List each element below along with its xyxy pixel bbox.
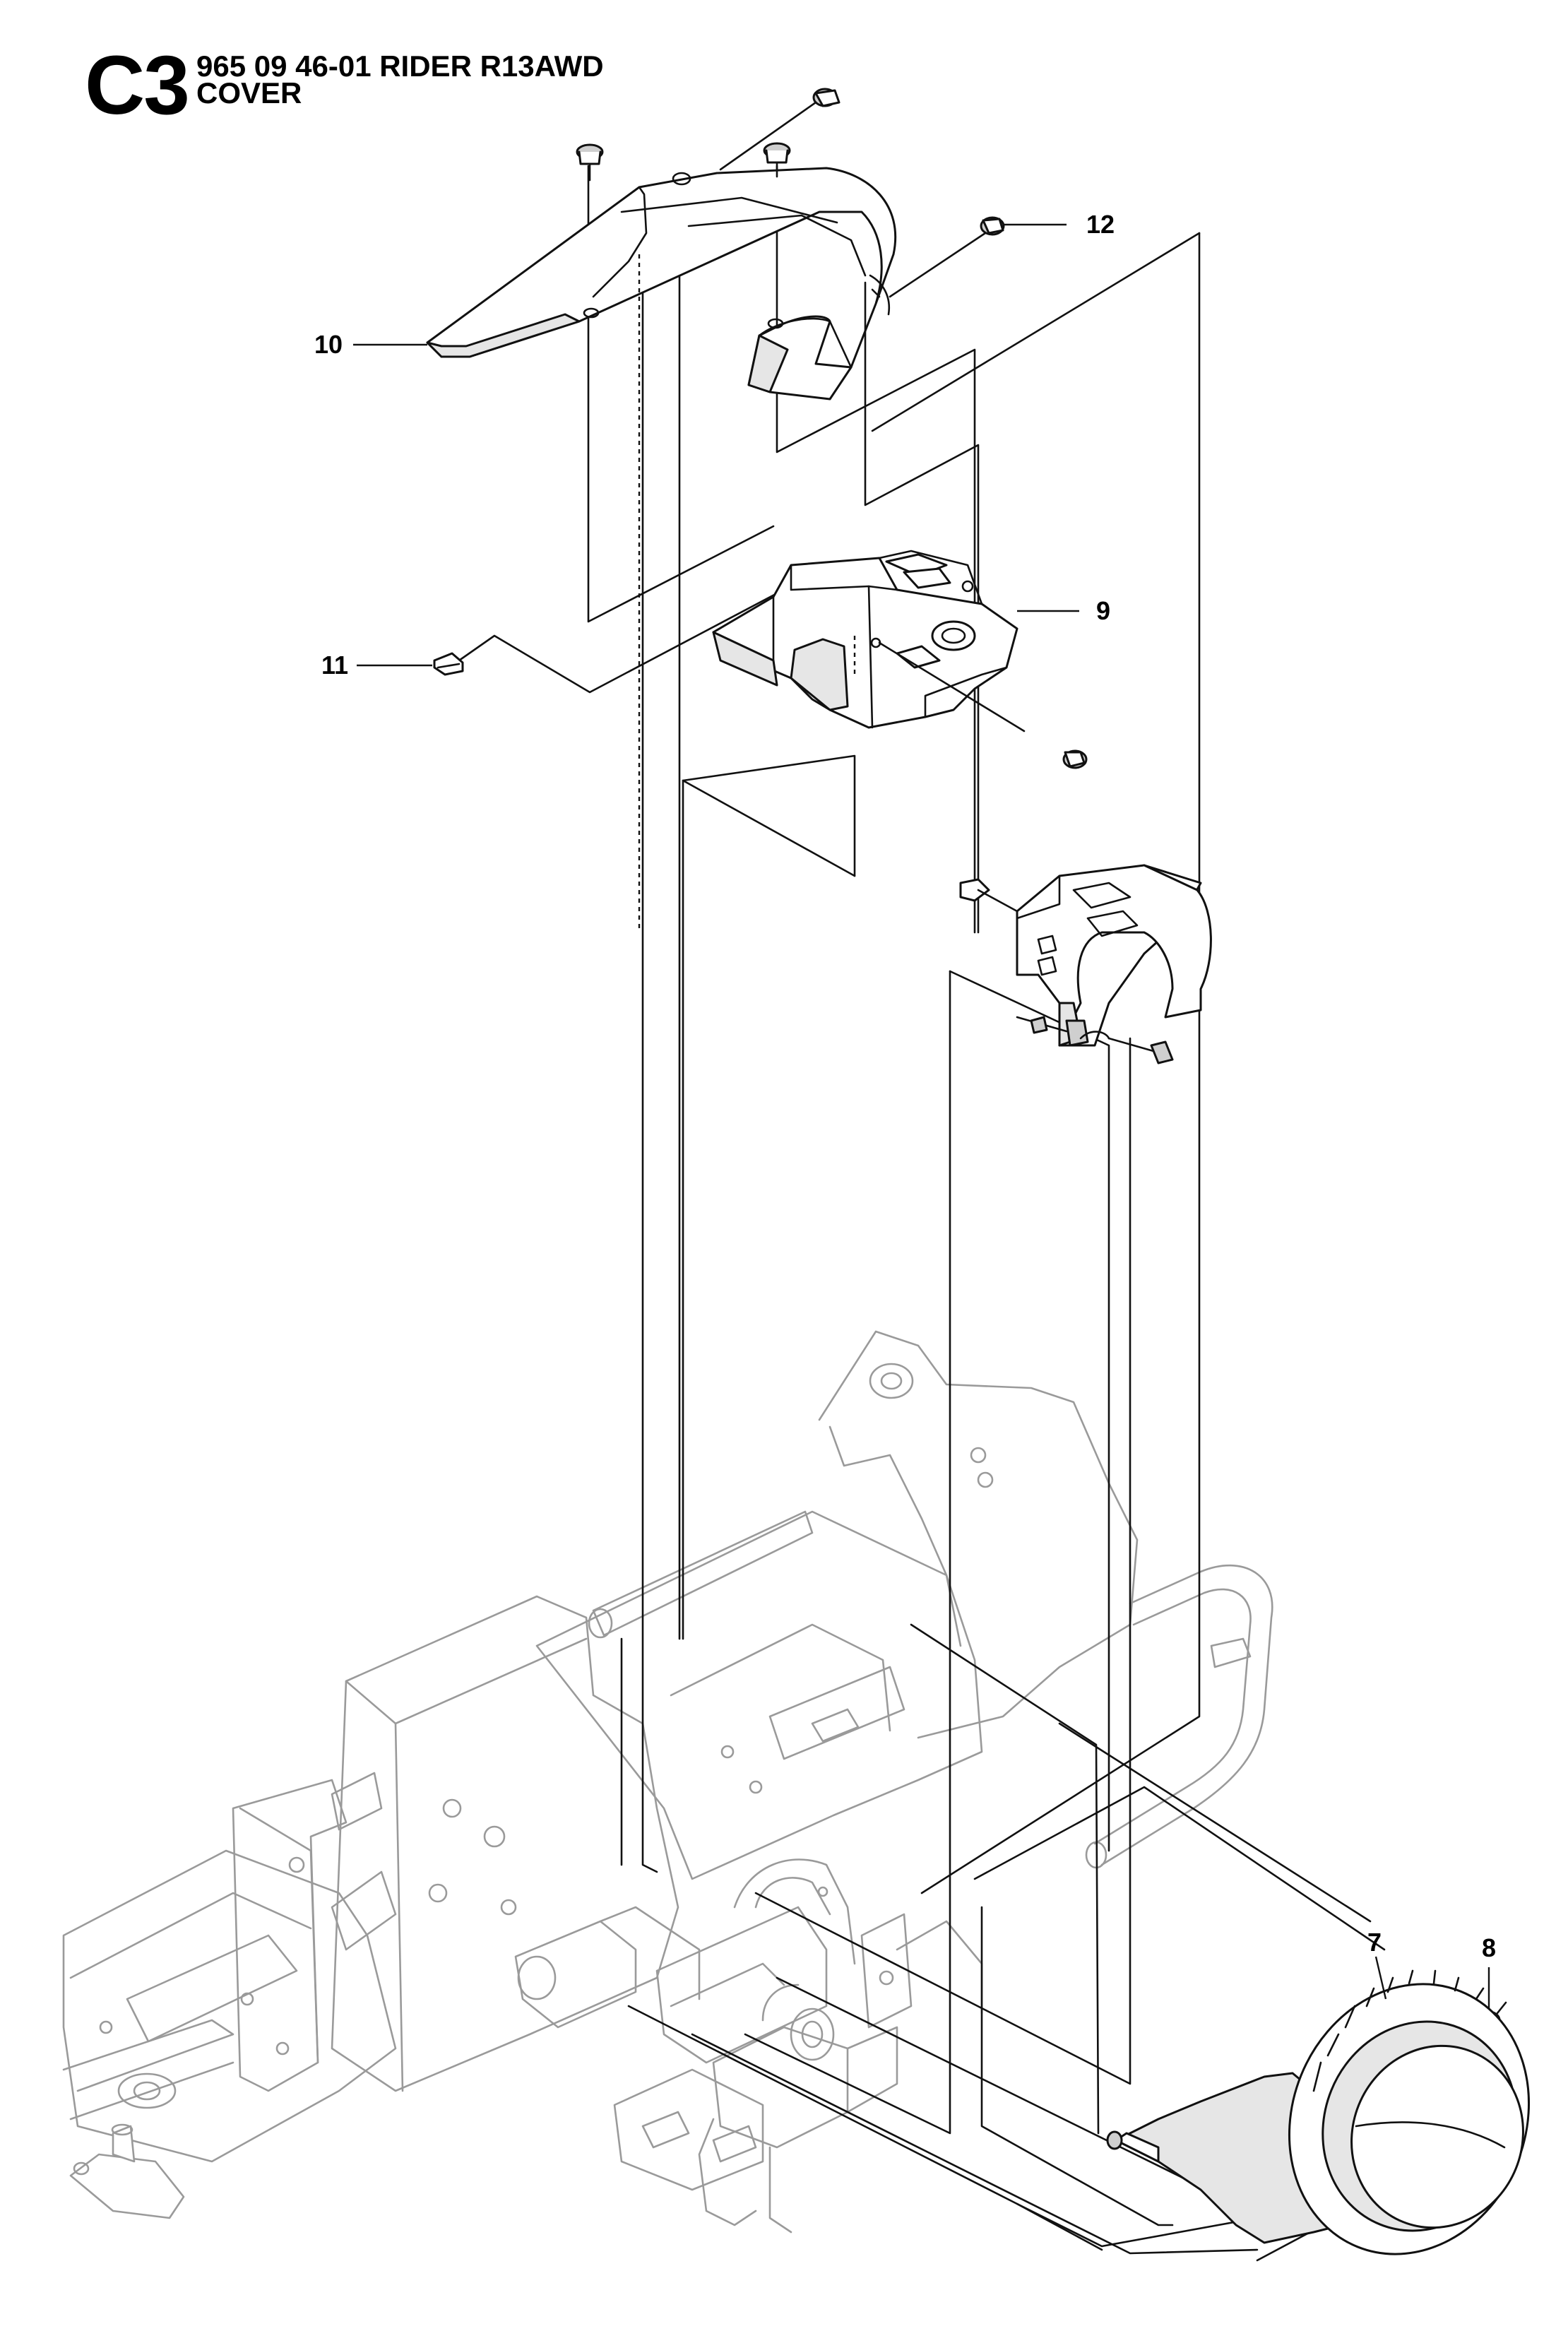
callout-9: 9 <box>1096 596 1110 625</box>
section-code: C3 <box>85 39 190 132</box>
callout-10: 10 <box>314 330 343 359</box>
screw-icon <box>576 143 604 182</box>
group-title: COVER <box>196 76 302 109</box>
callout-12: 12 <box>1086 210 1115 239</box>
callout-7: 7 <box>1367 1928 1382 1957</box>
model-title: 965 09 46-01 RIDER R13AWD <box>196 49 604 83</box>
nut-icon <box>889 216 1005 298</box>
screw-icon <box>763 142 791 178</box>
callout-11: 11 <box>321 651 348 680</box>
clip-icon <box>433 652 464 676</box>
chassis-frame-ghost <box>62 1330 1273 2234</box>
shield-bracket <box>959 864 1212 1064</box>
callout-8: 8 <box>1482 1933 1496 1962</box>
assembly-lines <box>458 165 1483 2262</box>
screw-icon <box>719 88 841 171</box>
part-9-console-cover <box>712 550 1026 732</box>
part-7-round-cover <box>1106 1969 1531 2255</box>
screw-icon <box>1062 749 1088 769</box>
screws <box>433 88 1501 2032</box>
part-10-upper-cover <box>426 167 897 932</box>
callout-leaders <box>353 223 1490 2010</box>
